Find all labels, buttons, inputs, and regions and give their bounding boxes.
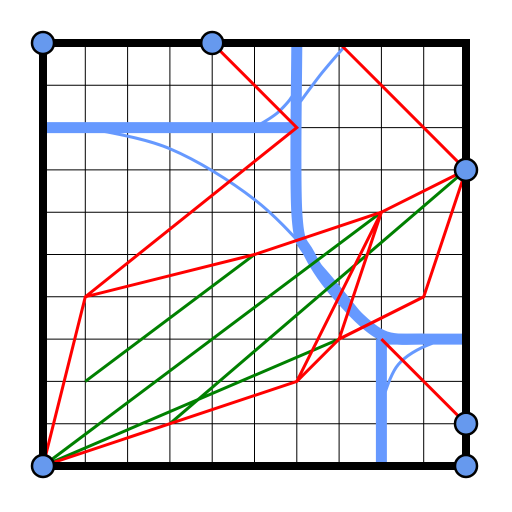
green-lines xyxy=(42,168,467,468)
red-top-right-diag xyxy=(338,41,468,171)
red-right-fan-2 xyxy=(336,168,467,343)
frame-border xyxy=(39,39,470,470)
node-bottom-right-upper xyxy=(453,411,479,436)
node-right xyxy=(453,157,479,183)
red-lower-right-bend xyxy=(380,338,468,425)
node-bottom-right xyxy=(453,453,479,479)
blue-path-vertical-center xyxy=(290,42,425,345)
red-inner-left-quad xyxy=(42,209,385,468)
green-2 xyxy=(42,210,383,468)
green-4 xyxy=(42,337,340,468)
nodes xyxy=(30,30,479,479)
node-top-mid xyxy=(199,30,225,56)
blue-arc-arc-left-large xyxy=(83,126,383,341)
blue-arc-arc-top-2 xyxy=(295,41,350,108)
green-3 xyxy=(168,168,467,425)
green-1 xyxy=(84,253,256,383)
frame xyxy=(39,39,470,470)
blue-thick-paths xyxy=(43,42,466,466)
node-top-left xyxy=(30,30,56,56)
node-bottom-left xyxy=(30,453,56,479)
blue-thin-arcs xyxy=(83,41,468,405)
